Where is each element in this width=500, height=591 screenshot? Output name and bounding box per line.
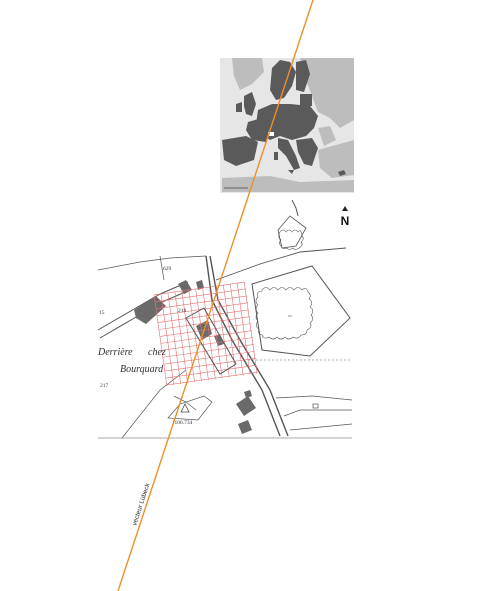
road-main-west [205,255,281,437]
grid-line [236,283,251,375]
north-arrow-icon [342,206,348,211]
building-1 [134,296,166,324]
grid-line [166,371,258,386]
road-upper-fragment [291,199,299,217]
building-6 [236,396,256,416]
height-15: 15 [99,310,105,316]
building-3 [196,280,204,290]
label-bourquard: Bourquard [120,364,164,375]
vector-line [117,0,314,591]
grid-line [174,291,188,384]
grid-line [160,330,253,344]
grid-line [153,294,168,386]
height-217: 217 [100,383,109,389]
road-east [215,247,347,281]
building-8 [244,390,252,398]
parcel-line-north [97,255,207,271]
parcel-line-2 [121,369,187,439]
grid-line [154,281,246,296]
inset-other-land [222,58,354,192]
inset-switzerland [268,132,274,136]
triangulation-point-icon [180,403,190,413]
parcel-line-6 [289,423,353,431]
grid-line [161,337,253,351]
tree-plot-small [277,215,307,249]
grid-line [202,287,216,380]
label-derriere: Derrière [97,347,133,358]
parcel-pond [167,395,213,421]
height-734: 1106.734 [172,420,193,426]
label-chez: chez [148,347,166,358]
grid-line [243,282,258,374]
tree-plot-large [251,265,351,357]
grid-line [163,351,255,365]
tree-plot-large-outline [255,287,314,340]
grid-line [164,357,256,372]
north-arrow: N [341,206,350,228]
parcel-line-1 [159,255,165,281]
height-218: 218 [178,308,187,314]
grid-line [160,293,175,386]
grid-line [162,344,254,358]
cadastral-map [97,199,353,439]
height-629: 629 [163,266,172,272]
grid-line [188,289,202,382]
grid-line [209,287,223,379]
parcel-line-5 [283,409,352,417]
grid-line [154,288,247,303]
grid-line [165,364,257,379]
road-main-east [209,255,289,437]
north-label: N [341,214,350,228]
grid-line [216,286,230,378]
tree-plot-small-outline [278,229,304,250]
building-7 [238,420,252,434]
grid-line [155,295,248,310]
grid-line [167,292,182,385]
grid-line [159,323,252,337]
grid-line [158,316,251,330]
site-parcel-outline [185,307,237,375]
survey-marker [312,403,319,409]
parcel-line-4 [275,395,353,401]
red-grid-overlay [153,281,258,386]
building-2 [178,280,192,294]
parcel-line-3 [173,395,197,411]
grid-line [229,284,244,376]
spot-heights: 629 15 218 217 1106.734 [99,266,193,426]
grid-line [157,309,250,323]
place-labels: Derrière chez Bourquard [97,347,166,375]
